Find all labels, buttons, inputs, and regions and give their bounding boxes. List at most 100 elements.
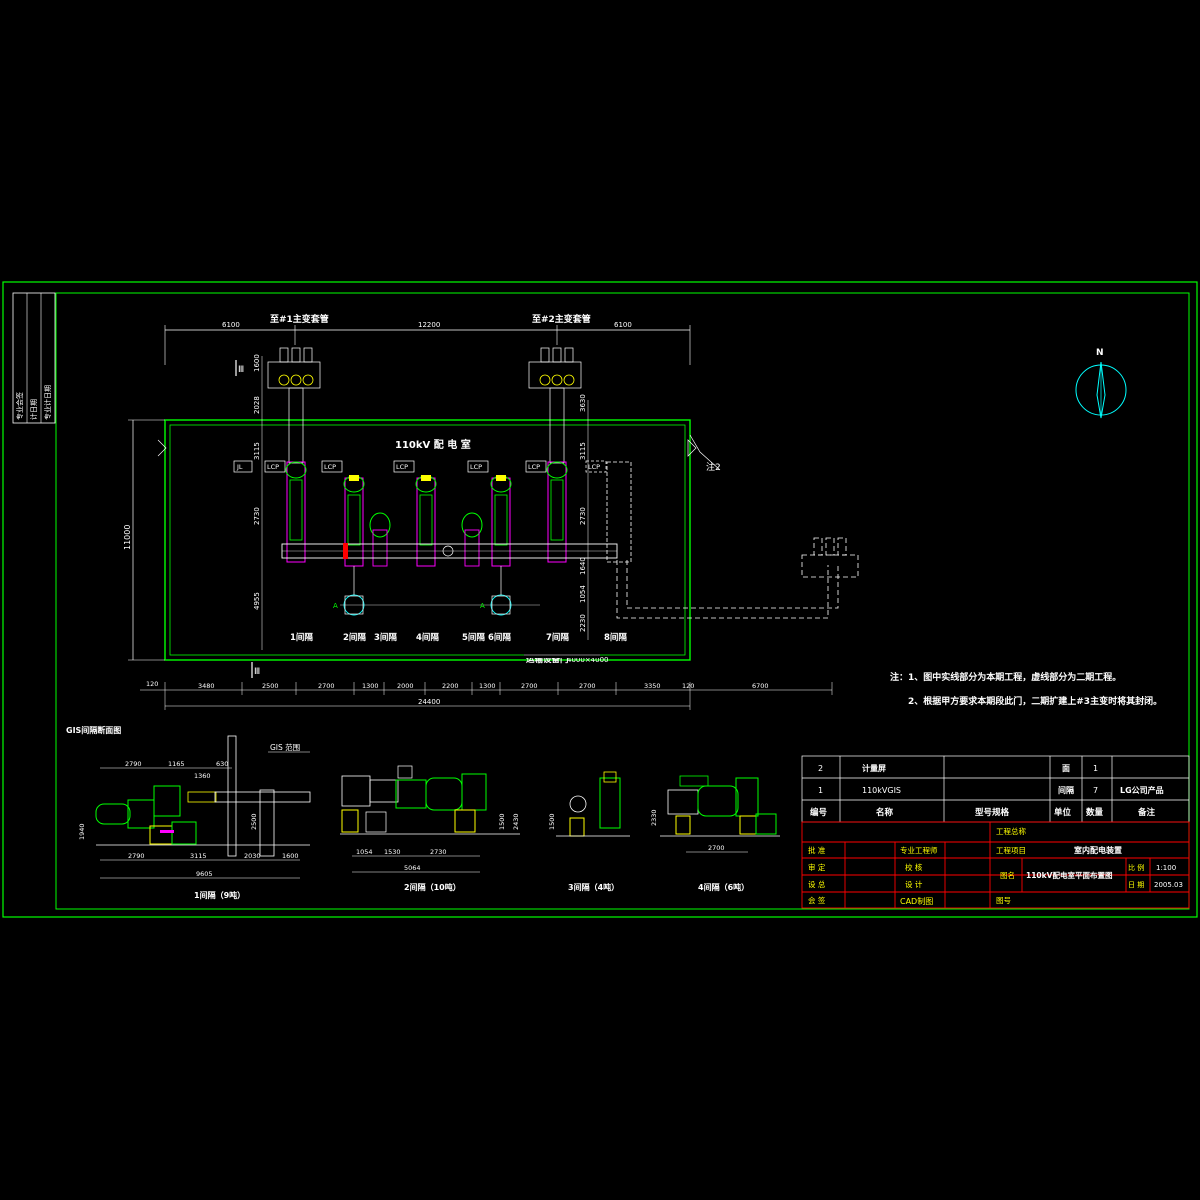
bottom-dim-3: 2500	[262, 682, 279, 690]
right-dim-1: 3630	[579, 394, 587, 412]
left-dim-5: 4955	[253, 592, 261, 610]
outer-frame	[2, 281, 1198, 918]
tb-role-2: 审 定	[808, 862, 826, 872]
transport-door-dim: 4000×4000	[567, 656, 609, 664]
bottom-dim-10: 2700	[579, 682, 596, 690]
bottom-dim-12: 120	[682, 682, 694, 690]
bottom-dim-9: 2700	[521, 682, 538, 690]
right-dim-5: 1054	[579, 585, 587, 603]
s1-height: 1940	[78, 823, 86, 840]
section-2: 1054 1530 2730 5064 1500 2430 2间隔（10吨）	[340, 765, 520, 892]
svg-text:A: A	[480, 602, 485, 610]
phase2-duct	[616, 537, 859, 619]
s1-dim-top-2: 1165	[168, 760, 185, 768]
bay-label-3: 3间隔	[374, 632, 397, 643]
table-row1-qty: 1	[1093, 764, 1098, 773]
top-label-left: 至#1主变套管	[270, 313, 329, 325]
table-header-name: 名称	[876, 807, 894, 818]
s2-total: 5064	[404, 864, 421, 872]
tb-project-item-label: 工程项目	[996, 846, 1026, 855]
bottom-dim-2: 3480	[198, 682, 215, 690]
bottom-dim-6: 2000	[397, 682, 414, 690]
bay-label-5: 5间隔	[462, 632, 485, 643]
s1-dim-bottom-3: 2030	[244, 852, 261, 860]
right-dim-6: 2230	[579, 614, 587, 632]
section-mark-top: Ⅲ	[238, 365, 244, 375]
s2-height2: 2430	[512, 813, 520, 830]
table-row2-qty: 7	[1093, 786, 1098, 795]
bottom-dim-5: 1300	[362, 682, 379, 690]
left-dim-2: 2028	[253, 396, 261, 414]
section-1: 2790 1165 1360 630 GIS 范围 2790 3115 2030…	[78, 735, 311, 900]
bushing-group-right	[528, 347, 582, 464]
cabinet-tag-3: LCP	[324, 463, 336, 471]
s1-total: 9605	[196, 870, 213, 878]
tb-date-value: 2005.03	[1154, 881, 1183, 889]
s1-dim-bottom-1: 2790	[128, 852, 145, 860]
table-row2-name: 110kVGIS	[862, 786, 901, 795]
bay-labels: 1间隔 2间隔 3间隔 4间隔 5间隔 6间隔 7间隔 8间隔	[290, 632, 627, 643]
note-line-2: 2、根据甲方要求本期段此门，二期扩建上#3主变时将其封闭。	[908, 695, 1162, 707]
bay-label-7: 7间隔	[546, 632, 569, 643]
bay-label-4: 4间隔	[416, 632, 439, 643]
tb-drawing-name-value: 110kV配电室平面布置图	[1026, 870, 1113, 880]
s2-title: 2间隔（10吨）	[404, 882, 461, 892]
left-dim-1: 1600	[253, 354, 261, 372]
bottom-dim-8: 1300	[479, 682, 496, 690]
tb-role-1: 批 准	[808, 845, 826, 855]
cabinet-tag-5: LCP	[470, 463, 482, 471]
top-dim-2: 12200	[418, 321, 440, 329]
s3-height: 1500	[548, 813, 556, 830]
bay-label-6: 6间隔	[488, 632, 511, 643]
sections-title: GIS间隔断面图	[66, 725, 121, 735]
cabinet-tags: JL LCP LCP LCP LCP LCP LCP	[233, 460, 607, 473]
top-label-right: 至#2主变套管	[532, 313, 591, 325]
side-strip-text-2: 计日期	[29, 399, 38, 420]
bay-label-8: 8间隔	[604, 632, 627, 643]
bottom-dim-4: 2700	[318, 682, 335, 690]
side-strip: 专业会签 计日期 专业计日期	[12, 292, 56, 424]
gis-bays: A A	[281, 461, 632, 616]
tb-mid-2: 校 核	[905, 862, 923, 872]
s4-width: 2700	[708, 844, 725, 852]
bottom-dim-11: 3350	[644, 682, 661, 690]
bushing-group-left	[267, 347, 321, 464]
side-strip-text-1: 专业会签	[15, 392, 24, 420]
left-dim-4: 2730	[253, 507, 261, 525]
s4-height: 2330	[650, 809, 658, 826]
right-dim-2: 3115	[579, 442, 587, 460]
tb-drawing-no-label: 图号	[996, 896, 1011, 905]
s2-dim-3: 2730	[430, 848, 447, 856]
table-header-remark: 备注	[1137, 807, 1156, 818]
s1-dim-bottom-2: 3115	[190, 852, 207, 860]
section-4: 2700 2330 4间隔（6吨）	[650, 775, 780, 892]
total-width-dim: 24400	[418, 698, 440, 706]
bottom-dim-7: 2200	[442, 682, 459, 690]
bay-label-2: 2间隔	[343, 632, 366, 643]
s1-title: 1间隔（9吨）	[194, 890, 245, 900]
section-3: 1500 3间隔（4吨）	[548, 771, 630, 892]
table-row2-remark: LG公司产品	[1120, 785, 1164, 795]
bottom-dim-1: 120	[146, 680, 158, 688]
room-outer-wall	[164, 419, 691, 661]
table-row2-no: 1	[818, 786, 823, 795]
s1-height2: 2500	[250, 813, 258, 830]
tb-role-4: 会 签	[808, 895, 826, 905]
plan-view: 6100 12200 6100 至#1主变套管 至#2主变套管 110kV 配 …	[123, 313, 859, 710]
bay-label-1: 1间隔	[290, 632, 313, 643]
cabinet-tag-7: LCP	[588, 463, 600, 471]
cabinet-tag-1: JL	[236, 463, 243, 471]
s4-title: 4间隔（6吨）	[698, 882, 749, 892]
table-row2-unit: 间隔	[1058, 785, 1074, 795]
table-header-model: 型号规格	[975, 807, 1010, 818]
tb-role-3: 设 总	[808, 879, 826, 889]
tb-project-total-label: 工程总称	[996, 826, 1026, 836]
room-inner-wall	[169, 424, 686, 656]
table-row1-unit: 面	[1062, 764, 1070, 773]
gis-range-label: GIS 范围	[270, 742, 300, 752]
tb-project-value: 室内配电装置	[1074, 845, 1122, 855]
section-mark-bottom: Ⅲ	[254, 667, 260, 677]
side-strip-text-3: 专业计日期	[43, 385, 52, 420]
